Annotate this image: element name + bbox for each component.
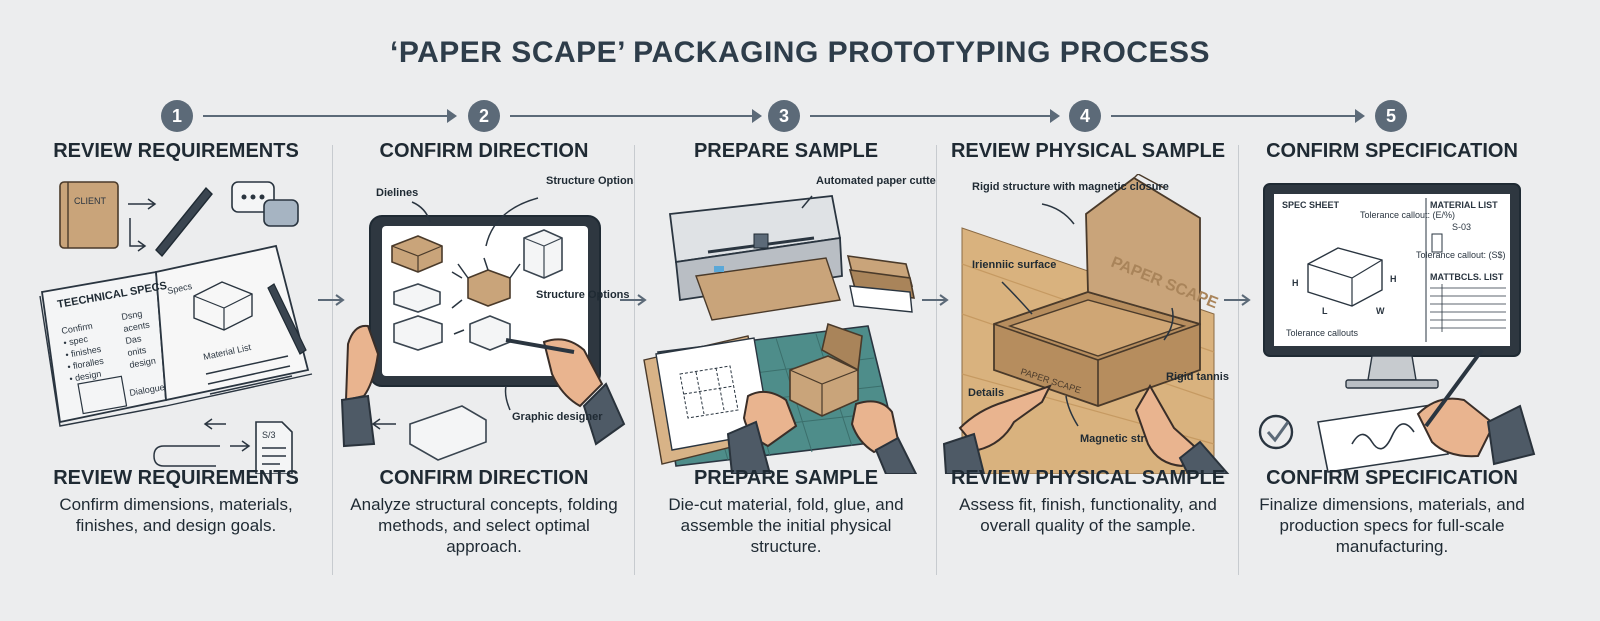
svg-text:Automated paper cutter: Automated paper cutter [816,175,936,187]
step-2-column: CONFIRM DIRECTION Dielines Structure Opt… [334,140,634,600]
step-connector-2 [510,109,762,123]
svg-text:L: L [1322,306,1328,316]
paper-cutter-machine [668,195,843,321]
svg-text:MATERIAL LIST: MATERIAL LIST [1430,200,1498,210]
step-4-description: Assess fit, finish, functionality, and o… [959,495,1217,535]
stylus-icon [505,338,575,354]
step-5-illustration: SPEC SHEET H H L W Tolerance callout: (E… [1258,183,1536,473]
monitor-device [1263,183,1521,389]
pencil-icon [267,283,307,355]
svg-text:MATTBCLS. LIST: MATTBCLS. LIST [1430,272,1504,282]
step-3-number: 3 [768,100,800,132]
svg-text:Dsng: Dsng [121,308,143,321]
svg-text:Tolerance callout: (S$): Tolerance callout: (S$) [1416,250,1506,260]
step-5-number: 5 [1375,100,1407,132]
step-1-column: REVIEW REQUIREMENTS CLIENT TEECHNICAL SP… [26,140,326,600]
pen-icon [1424,348,1484,428]
right-hand [542,338,604,408]
flow-arrow-2 [620,294,647,306]
document-icon: S/3 [255,421,293,474]
svg-text:Rigid tannis: Rigid tannis [1166,371,1229,383]
svg-text:Dielines: Dielines [376,187,418,199]
step-5-heading: CONFIRM SPECIFICATION [1266,140,1518,162]
step-3-subheading: PREPARE SAMPLE [693,467,879,489]
client-notebook-icon: CLIENT [59,181,119,249]
step-4-subheading: REVIEW PHYSICAL SAMPLE [950,467,1226,489]
svg-text:W: W [1376,306,1385,316]
step-3-description: Die-cut material, fold, glue, and assemb… [668,495,904,556]
step-5-description: Finalize dimensions, materials, and prod… [1259,495,1525,556]
step-connector-3 [810,109,1060,123]
svg-text:Tolerance callout: (E/%): Tolerance callout: (E/%) [1360,210,1455,220]
svg-text:Graphic designer: Graphic designer [512,411,603,423]
step-4-heading: REVIEW PHYSICAL SAMPLE [950,140,1226,162]
technical-specs-notebook: TEECHNICAL SPECS Confirm • spec • finish… [39,244,313,427]
step-1-number: 1 [161,100,193,132]
step-2-number: 2 [468,100,500,132]
svg-text:Details: Details [968,387,1004,399]
column-divider [1238,145,1239,575]
signed-document [1317,403,1449,473]
page-title: ‘PAPER SCAPE’ PACKAGING PROTOTYPING PROC… [390,36,1210,69]
step-5-subheading: CONFIRM SPECIFICATION [1266,467,1518,489]
svg-text:H: H [1390,274,1397,284]
step-4-illustration: PAPER SCAPE PAPER SCAPE Rigid structure … [942,174,1230,474]
chat-bubble-icon [231,181,299,227]
step-1-heading: REVIEW REQUIREMENTS [53,140,299,162]
svg-text:Structure Options: Structure Options [536,289,630,301]
step-connector-4 [1111,109,1365,123]
flow-arrow-1 [318,294,345,306]
column-divider [332,145,333,575]
svg-text:Structure Options: Structure Options [546,175,634,187]
svg-text:Rigid structure with magnetic: Rigid structure with magnetic closure [972,181,1169,193]
step-connector-1 [203,109,457,123]
svg-text:S/3: S/3 [262,430,276,440]
step-3-illustration: Automated paper cutter [643,175,936,474]
step-1-illustration: CLIENT TEECHNICAL SPECS Confirm • spec •… [39,181,313,474]
svg-text:Tolerance callouts: Tolerance callouts [1286,328,1359,338]
column-divider [634,145,635,575]
svg-text:CLIENT: CLIENT [74,196,107,206]
step-4-column: REVIEW PHYSICAL SAMPLE PAPER SCAPE PAPER… [938,140,1238,600]
svg-text:SPEC SHEET: SPEC SHEET [1282,200,1340,210]
checkmark-icon [1258,414,1294,450]
svg-text:acents: acents [123,319,151,334]
step-2-illustration: Dielines Structure Options Structure Opt… [340,175,634,461]
svg-text:Das: Das [125,333,143,346]
step-1-subheading: REVIEW REQUIREMENTS [53,467,299,489]
step-number-row: 1 2 3 4 5 [0,100,1600,136]
svg-text:Irienniic surface: Irienniic surface [972,259,1056,271]
flow-arrow-3 [922,294,949,306]
left-hand [958,384,1052,452]
column-divider [936,145,937,575]
svg-text:• spec: • spec [63,334,90,348]
svg-text:S-03: S-03 [1452,222,1471,232]
flow-arrow-4 [1224,294,1251,306]
svg-text:onits: onits [127,345,148,358]
step-2-description: Analyze structural concepts, folding met… [350,495,618,556]
step-4-number: 4 [1069,100,1101,132]
pen-icon [155,186,213,258]
svg-text:H: H [1292,278,1299,288]
step-3-heading: PREPARE SAMPLE [693,140,879,162]
step-5-column: CONFIRM SPECIFICATION SPEC SHEET H H L W… [1242,140,1542,600]
step-3-column: PREPARE SAMPLE Automated paper cutter [636,140,936,600]
svg-text:design: design [129,356,157,370]
step-2-subheading: CONFIRM DIRECTION [379,467,589,489]
step-2-heading: CONFIRM DIRECTION [379,140,589,162]
step-1-description: Confirm dimensions, materials, finishes,… [59,495,293,535]
left-hand [344,324,380,402]
